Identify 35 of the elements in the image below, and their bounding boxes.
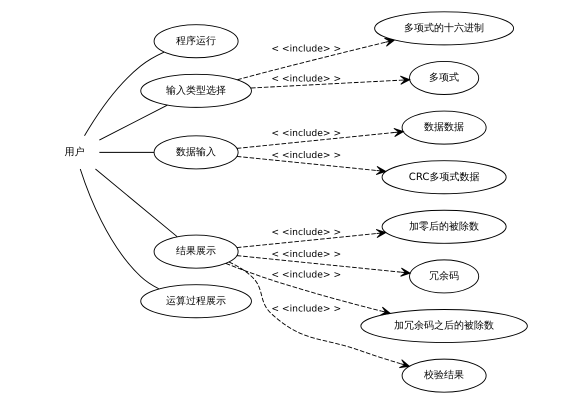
arrow [236,255,410,277]
arrow [236,38,394,80]
arrow [236,156,386,176]
node-ellipse: 校验结果 [401,358,486,393]
node-ellipse: 输入类型选择 [140,74,252,108]
node-ellipse: 多项式的十六进制 [374,11,514,46]
edge-label: < <include> > [270,227,341,238]
connector [98,152,154,153]
node-ellipse: 多项式 [408,60,479,95]
node-ellipse: 数据输入 [153,135,238,170]
edge-label: < <include> > [270,303,341,314]
connector [84,52,164,136]
edge-label: < <include> > [270,43,341,54]
node-text: 用户 [64,146,84,158]
edge-label: < <include> > [270,150,341,161]
node-ellipse: 加零后的被除数 [381,210,506,244]
edge-label: < <include> > [270,128,341,139]
connector [98,104,168,141]
connector [79,168,159,290]
edge-label: < <include> > [270,74,341,85]
connector [94,168,177,238]
edge-label: < <include> > [270,269,341,280]
node-ellipse: 数据数据 [401,110,486,145]
node-ellipse: 运算过程展示 [140,284,252,318]
node-ellipse: CRC多项式数据 [381,160,506,194]
arrow [236,228,386,248]
arrow [250,76,410,88]
node-ellipse: 冗余码 [408,259,479,294]
node-ellipse: 程序运行 [153,24,238,58]
arrow [236,128,404,149]
node-ellipse: 结果展示 [153,234,238,269]
arrow [228,261,410,368]
arrow [224,262,390,316]
edge-label: < <include> > [270,249,341,260]
node-ellipse: 加冗余码之后的被除数 [360,309,528,344]
